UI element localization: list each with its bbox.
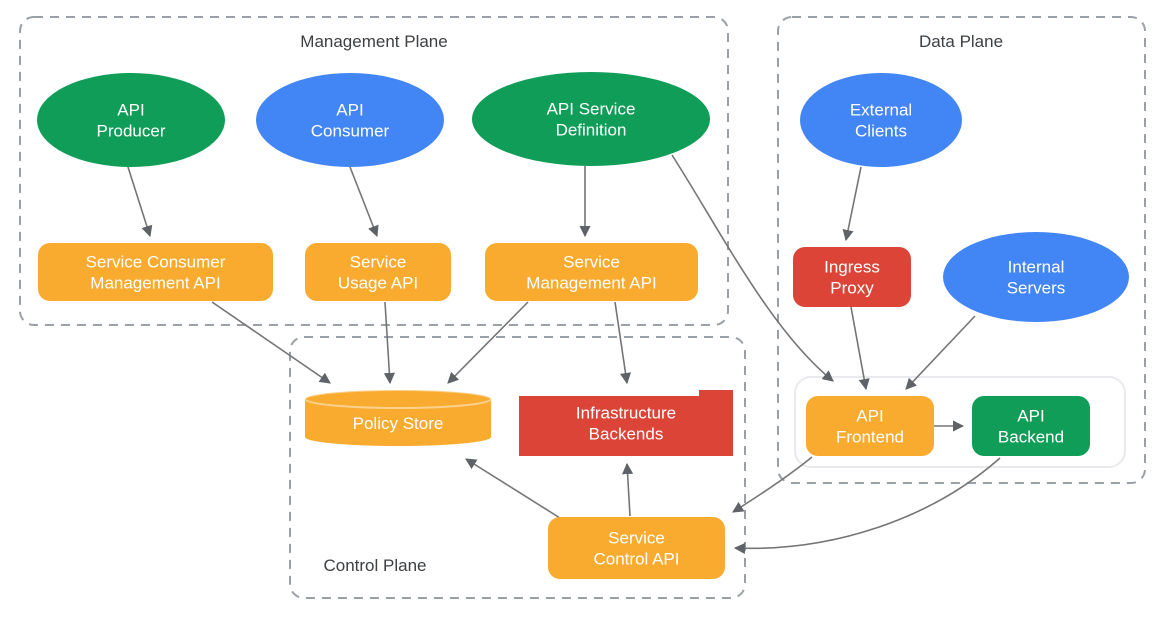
api-service-definition-shape[interactable] — [472, 72, 710, 166]
api-producer-shape[interactable] — [37, 73, 225, 167]
api-producer-label-line-0: API — [117, 101, 144, 120]
internal-servers-shape[interactable] — [943, 232, 1129, 322]
plane-containers — [19, 16, 1146, 599]
infrastructure-backends-label-line-0: Infrastructure — [576, 404, 676, 423]
service-consumer-management-api-label-line-1: Management API — [90, 274, 220, 293]
edge-ingress-to-frontend — [850, 306, 870, 391]
api-frontend[interactable]: API Frontend — [806, 396, 934, 456]
api-consumer-shape[interactable] — [256, 73, 444, 167]
management-plane-label: Management Plane — [300, 32, 447, 51]
edge-consumer-mgmt-to-policy — [211, 301, 331, 384]
ingress-proxy-label-line-0: Ingress — [824, 258, 880, 277]
service-consumer-management-api-label-line-0: Service Consumer — [86, 253, 226, 272]
data-plane-label: Data Plane — [919, 32, 1003, 51]
internal-servers-label-line-0: Internal — [1008, 258, 1065, 277]
edge-internal-to-frontend — [905, 315, 976, 390]
edge-mgmt-api-to-infra — [614, 301, 632, 385]
policy-store-body[interactable] — [305, 399, 491, 446]
service-control-api-shape[interactable] — [548, 517, 725, 579]
edges-layer — [127, 154, 1001, 555]
control-plane-boundary — [289, 336, 746, 599]
api-backend[interactable]: API Backend — [972, 396, 1090, 456]
control-plane-label: Control Plane — [323, 556, 426, 575]
service-usage-api-shape[interactable] — [305, 243, 451, 301]
management-plane-boundary — [19, 16, 729, 326]
api-producer-label-line-1: Producer — [97, 122, 166, 141]
ingress-proxy-label-line-1: Proxy — [830, 279, 874, 298]
api-backend-label-line-0: API — [1017, 407, 1044, 426]
service-control-api-label-line-0: Service — [608, 529, 665, 548]
policy-store-label-line-0: Policy Store — [353, 414, 444, 433]
service-control-api-label-line-1: Control API — [594, 550, 680, 569]
edge-usage-to-policy — [383, 301, 395, 385]
api-service-definition-label-line-0: API Service — [547, 100, 636, 119]
edge-control-to-infra — [621, 462, 634, 517]
infrastructure-backends-label-line-1: Backends — [589, 425, 664, 444]
edge-clients-to-ingress — [842, 166, 862, 242]
service-consumer-management-api-shape[interactable] — [38, 243, 273, 301]
edge-control-to-policy — [465, 458, 561, 519]
infrastructure-backends-shape[interactable] — [519, 390, 733, 456]
service-management-api-label-line-1: Management API — [526, 274, 656, 293]
api-service-definition-label-line-1: Definition — [556, 121, 627, 140]
external-clients-label-line-0: External — [850, 101, 912, 120]
service-usage-api-label-line-1: Usage API — [338, 274, 418, 293]
external-clients-shape[interactable] — [800, 73, 962, 167]
edge-frontend-to-control — [732, 456, 813, 513]
ingress-proxy-shape[interactable] — [793, 247, 911, 307]
external-clients-label-line-1: Clients — [855, 122, 907, 141]
policy-store-top-ellipse — [304, 389, 492, 409]
api-consumer[interactable]: API Consumer — [256, 73, 444, 167]
api-gateway-group-boundary — [794, 376, 1126, 468]
data-plane-boundary — [777, 16, 1146, 484]
api-backend-shape[interactable] — [972, 396, 1090, 456]
api-frontend-shape[interactable] — [806, 396, 934, 456]
edge-producer-to-consumer-mgmt — [127, 166, 153, 238]
api-backend-label-line-1: Backend — [998, 428, 1064, 447]
api-consumer-label-line-0: API — [336, 101, 363, 120]
edge-definition-to-frontend — [671, 154, 834, 382]
internal-servers-label-line-1: Servers — [1007, 279, 1066, 298]
edge-backend-to-control — [733, 457, 1001, 555]
service-management-api-label-line-0: Service — [563, 253, 620, 272]
policy-store[interactable]: Policy Store — [304, 389, 492, 446]
api-frontend-label-line-1: Frontend — [836, 428, 904, 447]
service-management-api-shape[interactable] — [485, 243, 698, 301]
edge-consumer-to-usage — [349, 166, 379, 238]
api-producer[interactable]: API Producer — [37, 73, 225, 167]
api-frontend-label-line-0: API — [856, 407, 883, 426]
edge-mgmt-api-to-policy — [447, 301, 529, 384]
service-usage-api-label-line-0: Service — [350, 253, 407, 272]
api-consumer-label-line-1: Consumer — [311, 122, 390, 141]
